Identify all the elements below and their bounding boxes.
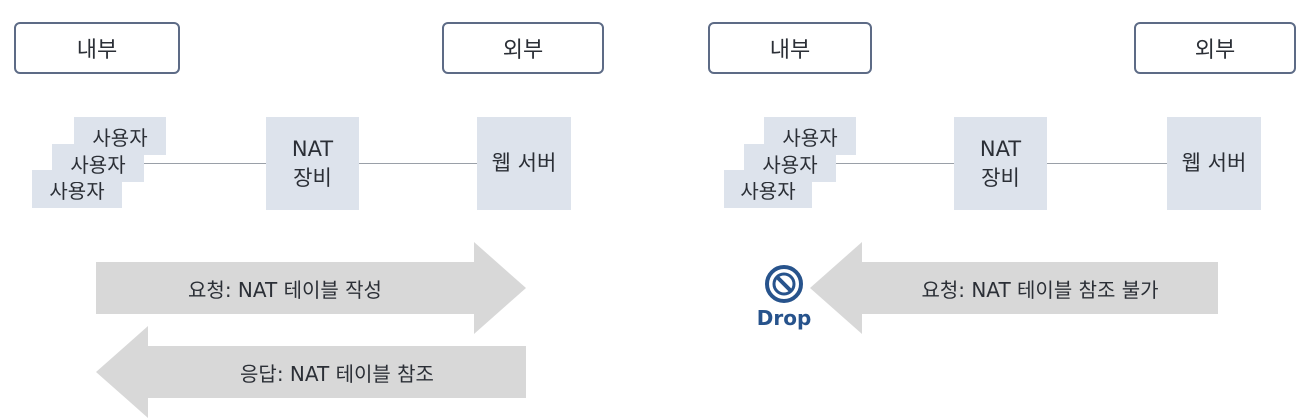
left-arrow-shape <box>96 326 526 418</box>
nat-device-line2: 장비 <box>981 165 1020 190</box>
response-arrow-label: 응답: NAT 테이블 참조 <box>240 361 434 386</box>
request-arrow-label: 요청: NAT 테이블 작성 <box>188 277 382 302</box>
inside-label: 내부 <box>708 22 872 74</box>
user-nat-link <box>810 163 954 164</box>
request-arrow: 요청: NAT 테이블 작성 <box>96 242 526 334</box>
nat-device-box: NAT 장비 <box>266 117 359 210</box>
nat-device-line2: 장비 <box>293 165 332 190</box>
request-arrow-label: 요청: NAT 테이블 참조 불가 <box>921 277 1159 302</box>
nat-device-box: NAT 장비 <box>954 117 1047 210</box>
inside-label: 내부 <box>14 22 180 74</box>
right-arrow-shape <box>96 242 526 334</box>
drop-indicator: Drop <box>754 264 814 330</box>
nat-server-link <box>359 163 477 164</box>
request-arrow: 요청: NAT 테이블 참조 불가 <box>810 242 1218 334</box>
nat-device-line1: NAT <box>979 137 1022 162</box>
user-nat-link <box>120 163 266 164</box>
response-arrow: 응답: NAT 테이블 참조 <box>96 326 526 418</box>
user-box: 사용자 <box>764 117 856 155</box>
outside-label: 외부 <box>442 22 604 74</box>
outside-label: 외부 <box>1134 22 1296 74</box>
nat-device-line1: NAT <box>291 137 334 162</box>
web-server-box: 웹 서버 <box>477 117 571 210</box>
left-arrow-shape <box>810 242 1218 334</box>
web-server-box: 웹 서버 <box>1167 117 1261 210</box>
blocked-icon <box>765 265 803 303</box>
nat-server-link <box>1047 163 1167 164</box>
user-box: 사용자 <box>74 117 166 155</box>
drop-label: Drop <box>756 306 812 330</box>
